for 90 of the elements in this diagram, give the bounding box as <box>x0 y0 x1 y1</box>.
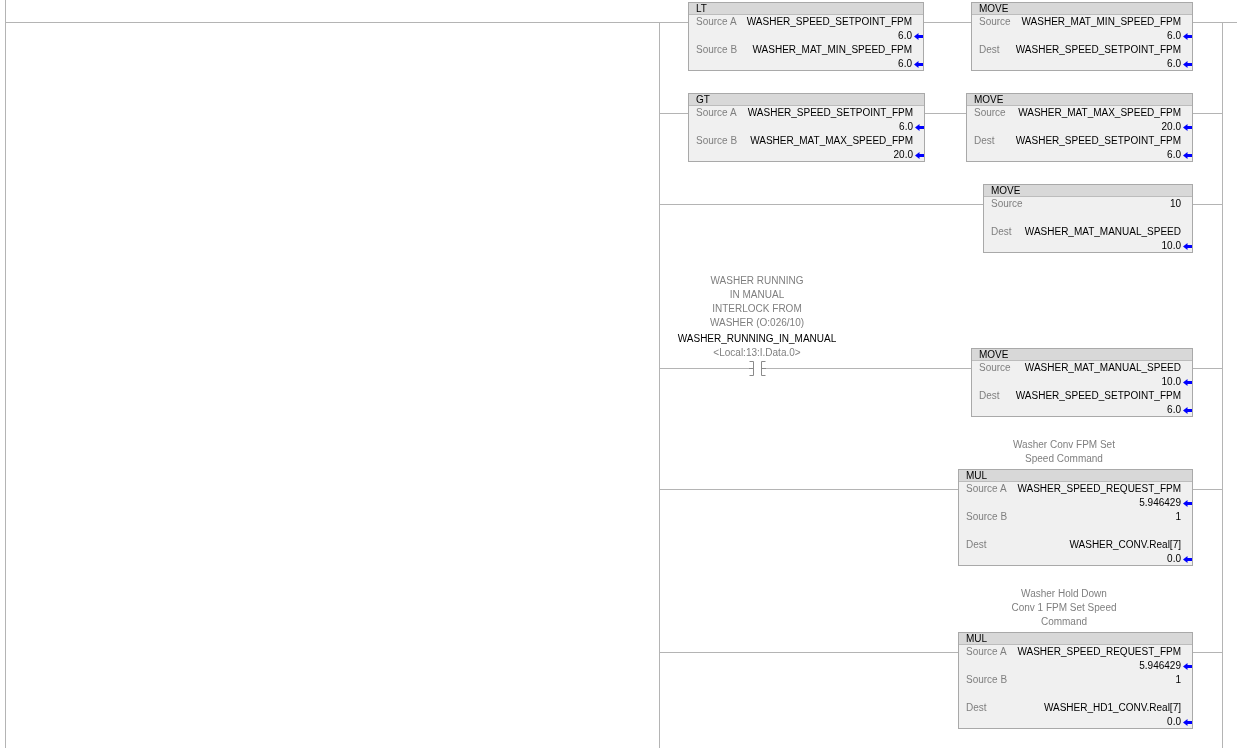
tag-value: 0.0 <box>1167 552 1181 566</box>
instruction-header: MUL <box>959 470 1192 482</box>
operand-label: Source B <box>696 134 738 148</box>
wire <box>659 652 959 653</box>
wire <box>659 368 750 369</box>
wire <box>1192 204 1223 205</box>
operand-label: Dest <box>974 134 995 148</box>
instruction-description: WASHER RUNNING IN MANUAL INTERLOCK FROM WASHER (O:026/10) <box>708 274 806 330</box>
operand-label: Source <box>974 106 1006 120</box>
instruction-block <box>971 2 1193 71</box>
wire <box>1192 489 1223 490</box>
wire <box>1222 22 1237 23</box>
instruction-block <box>958 469 1193 566</box>
operand-label: Source A <box>966 645 1007 659</box>
instruction-header: MOVE <box>967 94 1192 106</box>
operand-label: Source B <box>966 673 1008 687</box>
tag-name: WASHER_SPEED_SETPOINT_FPM <box>1015 43 1181 57</box>
tag-value: 6.0 <box>1167 148 1181 162</box>
instruction-description: Washer Hold Down Conv 1 FPM Set Speed Command <box>1010 587 1118 629</box>
tag-name: WASHER_SPEED_SETPOINT_FPM <box>747 106 913 120</box>
wire <box>1192 22 1223 23</box>
instruction-description: Washer Conv FPM Set Speed Command <box>1012 438 1116 466</box>
tag-name: WASHER_RUNNING_IN_MANUAL <box>677 332 837 346</box>
tag-value: 0.0 <box>1167 715 1181 729</box>
tag-value: 5.946429 <box>1139 496 1181 510</box>
operand-label: Source A <box>696 15 737 29</box>
tag-name: WASHER_CONV.Real[7] <box>1069 538 1181 552</box>
operand-label: Dest <box>979 43 1000 57</box>
instruction-header: LT <box>689 3 923 15</box>
tag-value: 10.0 <box>1161 239 1181 253</box>
wire <box>5 22 660 23</box>
tag-value: 6.0 <box>898 29 912 43</box>
operand-label: Source B <box>696 43 738 57</box>
tag-value: 6.0 <box>1167 29 1181 43</box>
wire <box>659 22 689 23</box>
tag-name: WASHER_MAT_MAX_SPEED_FPM <box>1018 106 1181 120</box>
tag-name: WASHER_MAT_MANUAL_SPEED <box>1024 361 1181 375</box>
tag-value: 6.0 <box>1167 403 1181 417</box>
contact-icon <box>749 361 766 376</box>
instruction-block <box>983 184 1193 253</box>
instruction-header: GT <box>689 94 924 106</box>
operand-label: Source A <box>696 106 737 120</box>
wire <box>1192 652 1223 653</box>
tag-value: 10.0 <box>1161 375 1181 389</box>
tag-alias: <Local:13:I.Data.0> <box>713 346 801 360</box>
instruction-header: MOVE <box>984 185 1192 197</box>
instruction-block <box>688 93 925 162</box>
wire <box>659 204 984 205</box>
instruction-block <box>688 2 924 71</box>
constant-value: 1 <box>1175 510 1181 524</box>
operand-label: Source A <box>966 482 1007 496</box>
wire <box>1192 368 1223 369</box>
tag-name: WASHER_MAT_MAX_SPEED_FPM <box>750 134 913 148</box>
constant-value: 1 <box>1175 673 1181 687</box>
wire <box>659 489 959 490</box>
tag-value: 20.0 <box>893 148 913 162</box>
tag-name: WASHER_MAT_MIN_SPEED_FPM <box>1021 15 1181 29</box>
tag-name: WASHER_HD1_CONV.Real[7] <box>1043 701 1181 715</box>
wire <box>923 22 972 23</box>
instruction-header: MOVE <box>972 349 1192 361</box>
tag-name: WASHER_SPEED_SETPOINT_FPM <box>1015 134 1181 148</box>
tag-name: WASHER_SPEED_SETPOINT_FPM <box>1015 389 1181 403</box>
tag-value: 6.0 <box>899 120 913 134</box>
instruction-header: MOVE <box>972 3 1192 15</box>
tag-name: WASHER_MAT_MANUAL_SPEED <box>1024 225 1181 239</box>
operand-label: Dest <box>966 701 987 715</box>
operand-label: Dest <box>966 538 987 552</box>
wire <box>1192 113 1223 114</box>
tag-value: 20.0 <box>1161 120 1181 134</box>
operand-label: Dest <box>979 389 1000 403</box>
wire <box>924 113 967 114</box>
tag-name: WASHER_SPEED_REQUEST_FPM <box>1017 645 1181 659</box>
instruction-header: MUL <box>959 633 1192 645</box>
operand-label: Source <box>979 15 1011 29</box>
tag-name: WASHER_SPEED_REQUEST_FPM <box>1017 482 1181 496</box>
tag-value: 6.0 <box>898 57 912 71</box>
instruction-block <box>966 93 1193 162</box>
wire <box>659 113 689 114</box>
tag-value: 6.0 <box>1167 57 1181 71</box>
tag-name: WASHER_SPEED_SETPOINT_FPM <box>746 15 912 29</box>
instruction-block <box>971 348 1193 417</box>
operand-label: Source B <box>966 510 1008 524</box>
operand-label: Source <box>979 361 1011 375</box>
wire <box>765 368 972 369</box>
tag-value: 5.946429 <box>1139 659 1181 673</box>
tag-name: WASHER_MAT_MIN_SPEED_FPM <box>752 43 912 57</box>
instruction-block <box>958 632 1193 729</box>
constant-value: 10 <box>1169 197 1181 211</box>
operand-label: Dest <box>991 225 1012 239</box>
operand-label: Source <box>991 197 1023 211</box>
